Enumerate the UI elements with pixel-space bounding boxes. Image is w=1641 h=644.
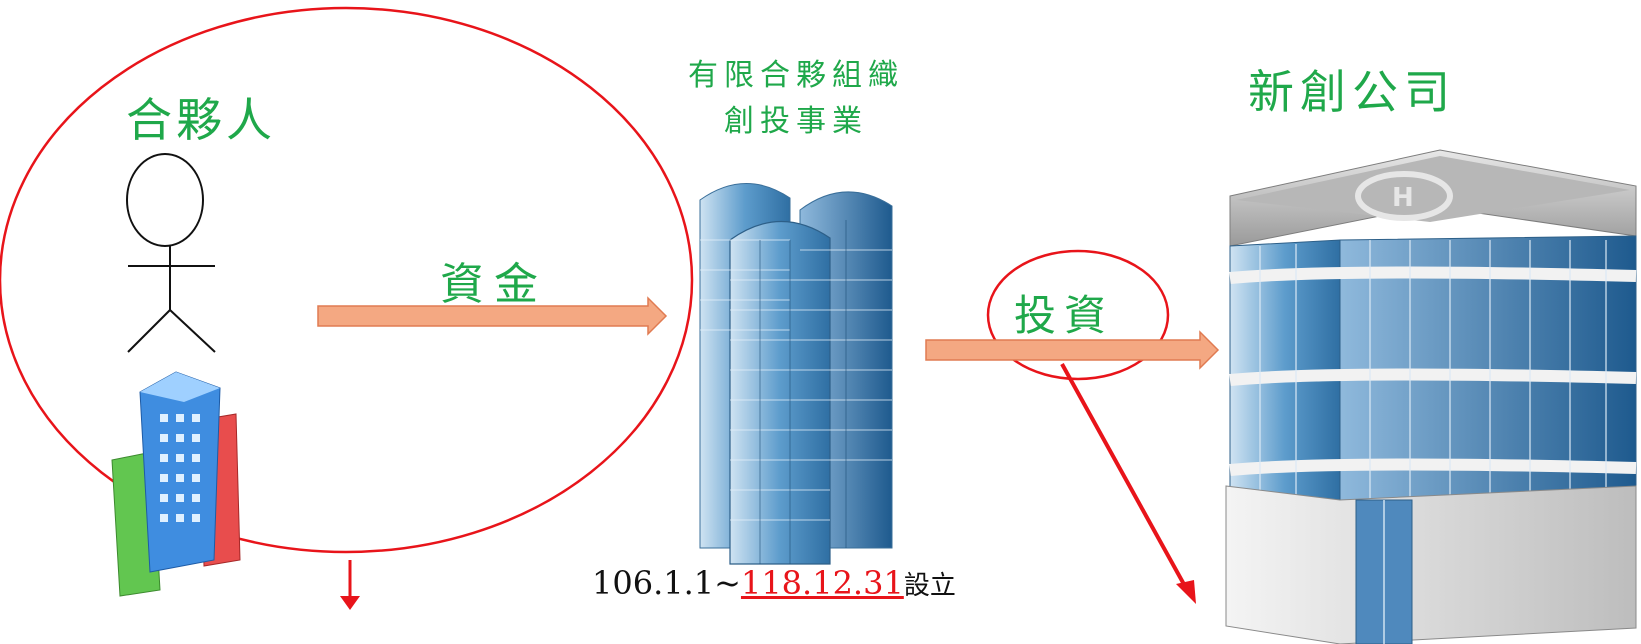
startup-building-icon: H: [1225, 149, 1637, 644]
establishment-period: 106.1.1~118.12.31設立: [592, 564, 956, 602]
investment-label: 投資: [1014, 291, 1115, 340]
establishment-end-date: 118.12.31: [740, 564, 904, 602]
company-buildings-icon: [111, 371, 241, 597]
investment-highlight-circle: [986, 249, 1170, 381]
partner-group-circle: [0, 6, 694, 554]
partner-pointer-arrowhead: [340, 596, 360, 610]
partner-label: 合夥人: [126, 93, 276, 147]
stick-figure-icon: [126, 153, 216, 353]
svg-text:H: H: [1392, 183, 1414, 213]
investment-pointer-arrowhead: [1176, 580, 1196, 604]
startup-label: 新創公司: [1248, 65, 1456, 119]
fund-arrow: [317, 296, 668, 336]
lp-org-label-line1: 有限合夥組織: [688, 58, 904, 93]
venture-capital-towers-icon: [699, 183, 893, 565]
fund-label: 資金: [440, 259, 548, 310]
investment-pointer-line: [1060, 363, 1188, 589]
establishment-start: 106.1.1~: [592, 564, 741, 602]
establishment-suffix: 設立: [903, 571, 956, 601]
investment-arrow: [925, 330, 1220, 370]
lp-org-label-line2: 創投事業: [724, 104, 868, 139]
